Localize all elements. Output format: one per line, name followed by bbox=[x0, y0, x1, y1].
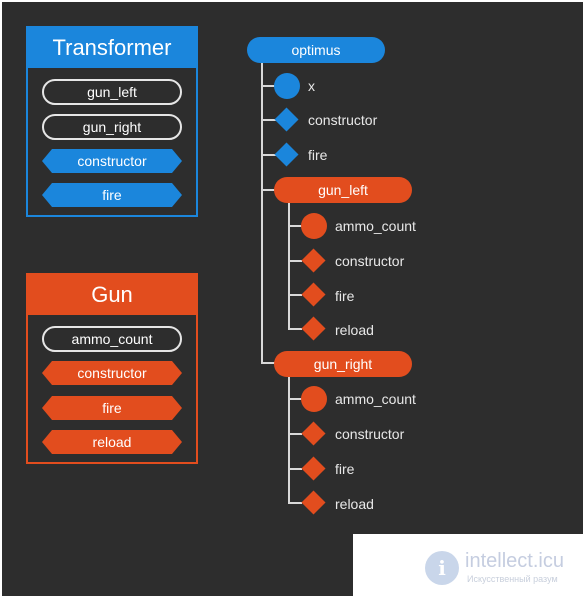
gun-method-constructor: constructor bbox=[42, 361, 182, 385]
gun-right-fire-label: fire bbox=[335, 461, 355, 477]
gun-right-trunk-line bbox=[288, 376, 290, 503]
tree-node-fire-diamond bbox=[274, 142, 299, 167]
gun-left-fire-diamond bbox=[301, 282, 326, 307]
branch-line-x bbox=[261, 85, 277, 87]
gun-property-ammo-count: ammo_count bbox=[42, 326, 182, 352]
gun-left-reload-label: reload bbox=[335, 322, 374, 338]
gun-left-ammo-count-circle bbox=[301, 213, 327, 239]
tree-node-fire-label: fire bbox=[308, 147, 328, 163]
branch-line-constructor bbox=[261, 119, 277, 121]
gun-left-constructor-label: constructor bbox=[335, 253, 405, 269]
tree-node-x-circle bbox=[274, 73, 300, 99]
gun-left-branch-fire bbox=[288, 294, 302, 296]
branch-line-fire bbox=[261, 154, 277, 156]
gun-right-branch-reload bbox=[288, 502, 302, 504]
gun-class-title: Gun bbox=[28, 275, 196, 315]
branch-line-gun-right bbox=[261, 362, 275, 364]
branch-line-gun-left bbox=[261, 189, 275, 191]
watermark-name: intellect.icu bbox=[465, 550, 564, 572]
transformer-class-title: Transformer bbox=[28, 28, 196, 68]
gun-right-reload-label: reload bbox=[335, 496, 374, 512]
gun-right-constructor-diamond bbox=[301, 421, 326, 446]
watermark-logo-letter: i bbox=[438, 556, 446, 580]
transformer-property-gun-right: gun_right bbox=[42, 114, 182, 140]
watermark-logo-icon: i bbox=[425, 551, 459, 585]
gun-right-branch-fire bbox=[288, 468, 302, 470]
transformer-class-box: Transformer gun_left gun_right construct… bbox=[26, 26, 198, 217]
tree-node-constructor-diamond bbox=[274, 107, 299, 132]
gun-method-fire: fire bbox=[42, 396, 182, 420]
tree-node-gun-left: gun_left bbox=[274, 177, 412, 203]
gun-right-fire-diamond bbox=[301, 456, 326, 481]
tree-node-gun-right: gun_right bbox=[274, 351, 412, 377]
gun-left-ammo-count-label: ammo_count bbox=[335, 218, 416, 234]
transformer-method-constructor: constructor bbox=[42, 149, 182, 173]
tree-trunk-line bbox=[261, 62, 263, 363]
gun-right-branch-constructor bbox=[288, 433, 302, 435]
gun-right-constructor-label: constructor bbox=[335, 426, 405, 442]
gun-method-reload: reload bbox=[42, 430, 182, 454]
gun-left-constructor-diamond bbox=[301, 248, 326, 273]
watermark: i intellect.icu Искусственный разум bbox=[353, 534, 586, 598]
watermark-subtitle: Искусственный разум bbox=[467, 574, 558, 584]
gun-right-ammo-count-label: ammo_count bbox=[335, 391, 416, 407]
gun-right-reload-diamond bbox=[301, 490, 326, 515]
gun-left-branch-reload bbox=[288, 328, 302, 330]
gun-left-trunk-line bbox=[288, 202, 290, 329]
tree-node-x-label: x bbox=[308, 78, 315, 94]
transformer-property-gun-left: gun_left bbox=[42, 79, 182, 105]
gun-left-reload-diamond bbox=[301, 316, 326, 341]
gun-right-branch-ammo bbox=[288, 398, 302, 400]
gun-left-branch-ammo bbox=[288, 225, 302, 227]
tree-node-constructor-label: constructor bbox=[308, 112, 378, 128]
gun-left-branch-constructor bbox=[288, 260, 302, 262]
tree-root-optimus: optimus bbox=[247, 37, 385, 63]
gun-right-ammo-count-circle bbox=[301, 386, 327, 412]
gun-left-fire-label: fire bbox=[335, 288, 355, 304]
gun-class-box: Gun ammo_count constructor fire reload bbox=[26, 273, 198, 464]
transformer-method-fire: fire bbox=[42, 183, 182, 207]
